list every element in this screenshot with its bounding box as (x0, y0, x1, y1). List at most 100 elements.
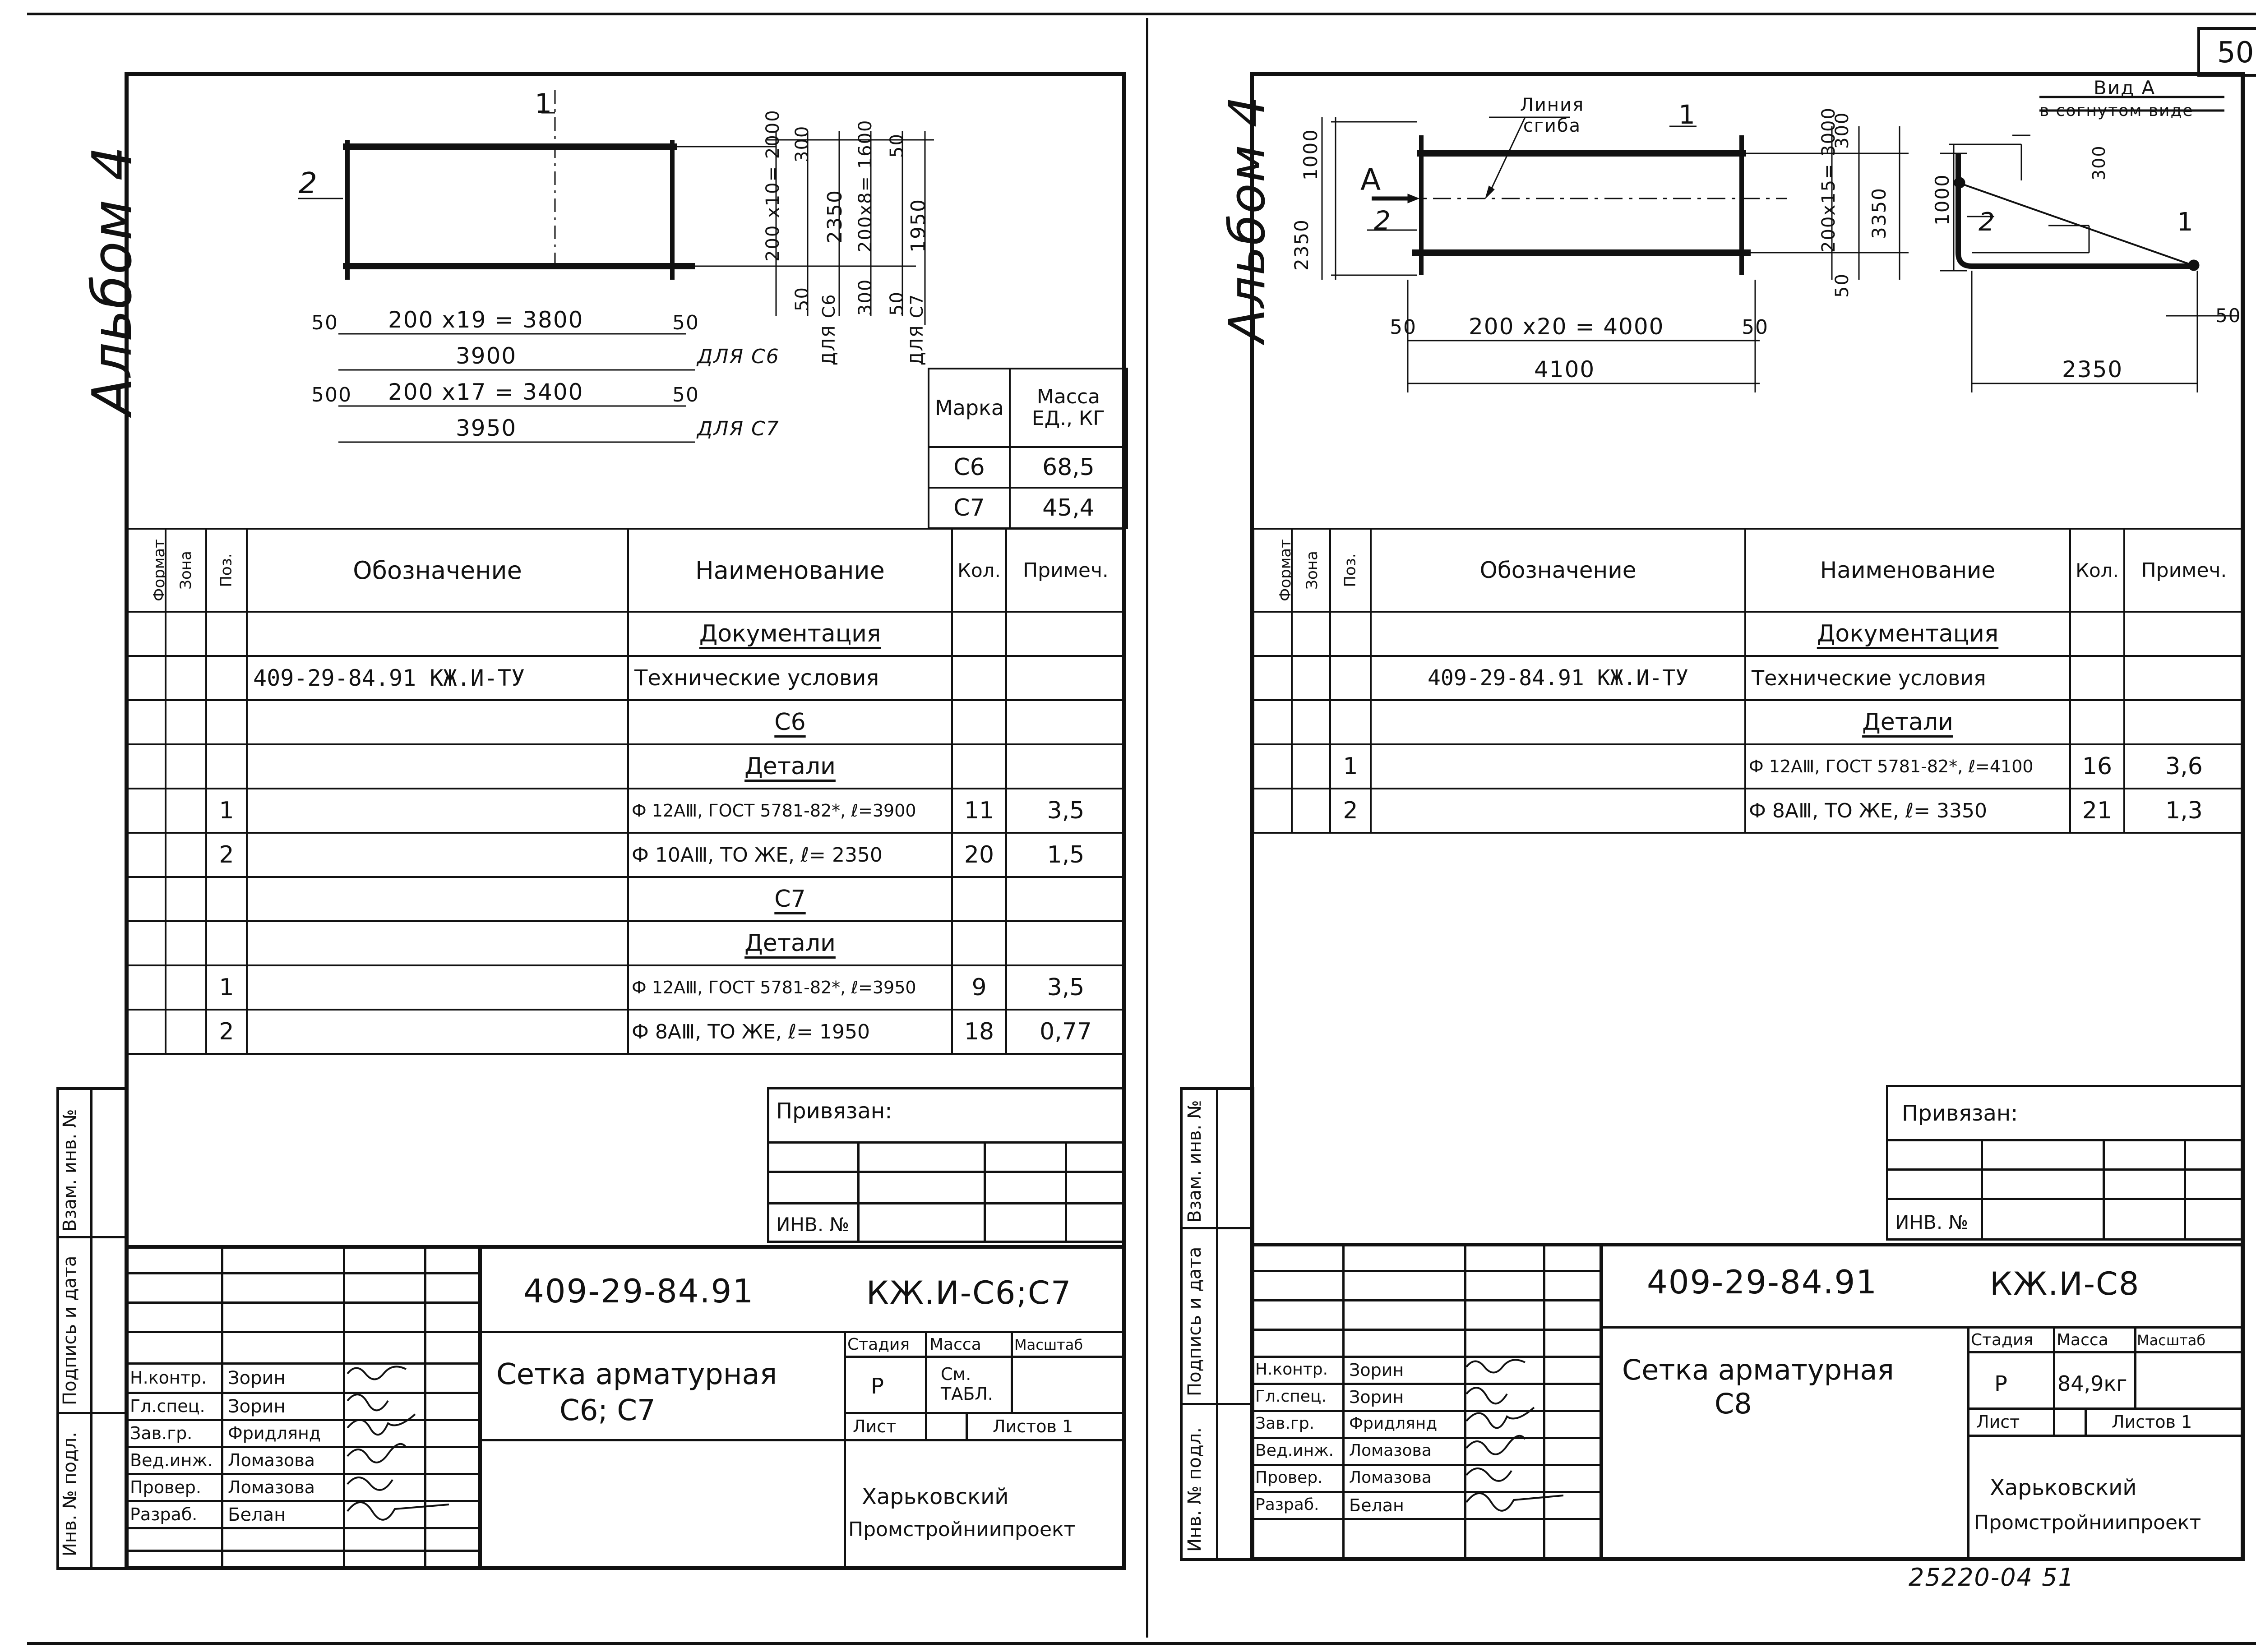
right-tb-row-4 (1252, 1356, 1600, 1358)
right-tb-row-3 (1252, 1329, 1600, 1331)
right-person-role: Гл.спец. (1255, 1387, 1327, 1406)
spec-note (2123, 611, 2245, 657)
spec-qty: 18 (951, 1009, 1007, 1055)
left-sheet-label: Лист (853, 1417, 897, 1436)
page-number-box: 50 (2197, 27, 2256, 77)
left-dim-3900: 3900 (456, 343, 517, 369)
spec-designation: 409-29-84.91 КЖ.И-ТУ (1370, 655, 1746, 701)
left-tb-name-divider (478, 1331, 1126, 1333)
left-privyazan-block (767, 1087, 1126, 1243)
left-vdim-300b: 300 (855, 278, 876, 316)
left-mark-50c: 50 (672, 383, 699, 406)
spec-name: Ф 10АⅢ, ТО ЖЕ, ℓ= 2350 (627, 832, 953, 878)
spec-section-heading: Детали (627, 743, 953, 789)
right-side-label-vzam: Взам. инв. № (1184, 1100, 1205, 1223)
right-view-pos1: 1 (2177, 208, 2194, 237)
right-person-name: Ломазова (1349, 1468, 1432, 1487)
left-tb-row-6 (126, 1419, 478, 1421)
mass-row-value: 45,4 (1009, 487, 1128, 529)
spec-designation (246, 743, 629, 789)
spec-col-zone: Зона (1291, 528, 1331, 613)
spec-row: Детали (126, 743, 1126, 789)
left-for-c7: ДЛЯ С7 (697, 417, 780, 440)
left-privyazan-row3 (767, 1202, 1126, 1204)
spec-name: Ф 8АⅢ, ТО ЖЕ, ℓ= 3350 (1744, 788, 2071, 834)
right-dim-4000: 200 x20 = 4000 (1469, 314, 1664, 340)
right-org-line1: Харьковский (1990, 1475, 2137, 1500)
left-vdim-50a: 50 (887, 133, 907, 158)
right-dim-50b: 50 (1742, 316, 1769, 339)
spec-name: Ф 12АⅢ, ГОСТ 5781-82*, ℓ=3950 (627, 964, 953, 1011)
spec-note (1005, 611, 1126, 657)
left-sheet-code: КЖ.И-С6;С7 (866, 1274, 1072, 1311)
spec-col-designation: Обозначение (1370, 528, 1746, 613)
spec-pos: 2 (1329, 788, 1372, 834)
right-tb-col-d (1600, 1243, 1603, 1561)
spec-row: Документация (126, 611, 1126, 657)
left-tb-col-d (478, 1245, 482, 1570)
left-item-name-line2: С6; С7 (559, 1394, 656, 1427)
right-tb-row-8 (1252, 1464, 1600, 1466)
right-privyazan-row1 (1886, 1139, 2245, 1141)
left-person-role: Разраб. (130, 1504, 198, 1524)
left-tb-org-row (478, 1439, 1126, 1441)
right-item-name-line1: Сетка арматурная (1622, 1353, 1894, 1386)
spec-note (2123, 699, 2245, 745)
spec-pos: 1 (1329, 743, 1372, 789)
right-tb-row-5 (1252, 1383, 1600, 1385)
right-vdim-1000: 1000 (1299, 129, 1322, 180)
right-privyazan-col3 (2184, 1139, 2186, 1241)
spec-pos: 1 (205, 788, 248, 834)
spec-col-qty: Кол. (2069, 528, 2125, 613)
right-person-name: Зорин (1349, 1387, 1404, 1407)
left-person-name: Ломазова (228, 1477, 315, 1497)
center-fold-line (1146, 18, 1148, 1638)
spec-col-format-label: Формат (1276, 539, 1292, 601)
left-person-role: Зав.гр. (130, 1423, 193, 1443)
spec-designation (1370, 743, 1746, 789)
spec-section-heading: Документация (1744, 611, 2071, 657)
spec-pos (205, 655, 248, 701)
left-side-strip-row1 (56, 1236, 129, 1238)
right-tb-stage-head (1967, 1351, 2245, 1353)
spec-pos (205, 920, 248, 966)
left-mark-500: 500 (311, 383, 352, 406)
right-privyazan-col2 (2103, 1139, 2105, 1241)
spec-section-heading: С7 (627, 876, 953, 922)
left-dim-3400: 200 x17 = 3400 (388, 379, 584, 405)
left-vfor-c6: ДЛЯ С6 (819, 293, 839, 365)
left-tb-scale-col (1011, 1331, 1013, 1412)
spec-col-format: Формат (126, 528, 166, 613)
right-sheets-label: Листов 1 (2112, 1412, 2192, 1432)
right-sheet-code: КЖ.И-С8 (1990, 1265, 2140, 1302)
right-stage-value: Р (1994, 1371, 2007, 1397)
left-mass-header: Масса (929, 1335, 981, 1354)
left-tb-col-c (424, 1245, 426, 1570)
mass-table-header-mark: Марка (928, 368, 1011, 448)
left-vfor-c7: ДЛЯ С7 (907, 293, 927, 365)
right-person-name: Фридлянд (1349, 1414, 1438, 1433)
spec-pos (1329, 699, 1372, 745)
spec-name: Ф 12АⅢ, ГОСТ 5781-82*, ℓ=3900 (627, 788, 953, 834)
right-tb-sheets-col (2085, 1407, 2087, 1435)
spec-pos (205, 699, 248, 745)
spec-col-pos-label: Поз. (217, 553, 236, 587)
right-tb-row-7 (1252, 1437, 1600, 1439)
spec-row: С6 (126, 699, 1126, 745)
spec-qty (951, 699, 1007, 745)
right-privyazan-row3 (1886, 1198, 2245, 1200)
spec-col-name: Наименование (1744, 528, 2071, 613)
left-vdim-1950: 1950 (907, 198, 930, 253)
left-person-name: Ломазова (228, 1450, 315, 1470)
spec-qty: 20 (951, 832, 1007, 878)
left-tb-sheets-col (966, 1412, 968, 1439)
left-privyazan-col3 (1065, 1141, 1067, 1243)
right-album-label: Альбом 4 (1218, 95, 1276, 343)
right-privyazan-label: Привязан: (1902, 1101, 2018, 1126)
top-edge-line (27, 13, 2256, 15)
spec-qty (951, 743, 1007, 789)
